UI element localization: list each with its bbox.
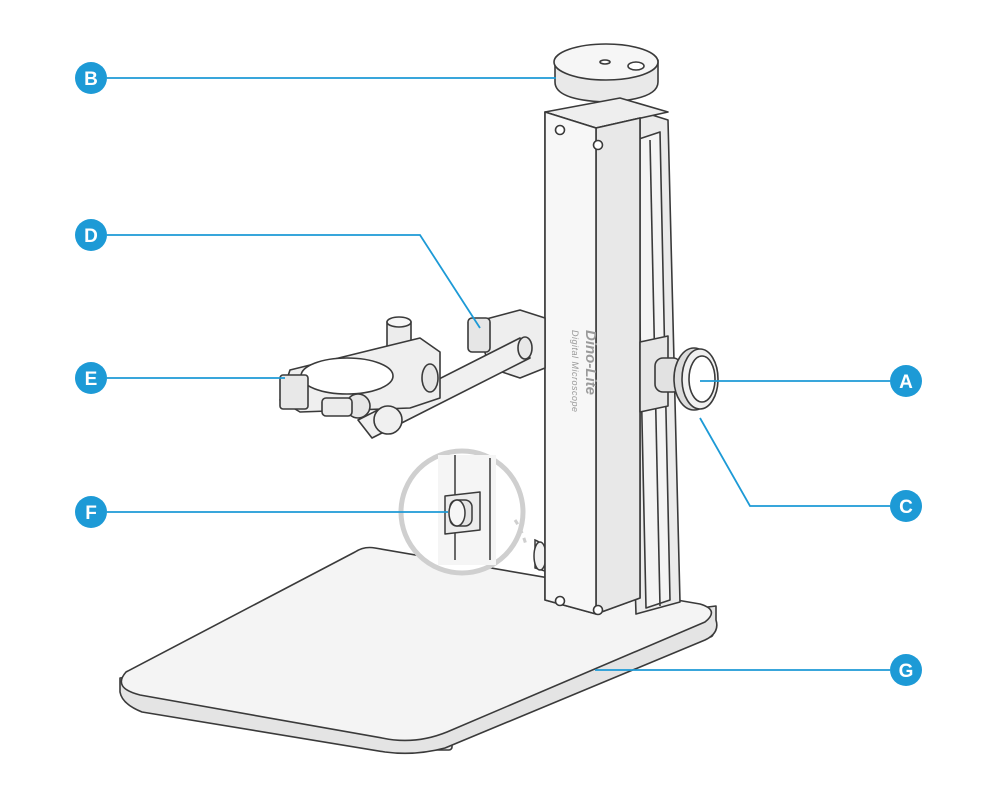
callout-c: C [890, 490, 922, 522]
microscope-holder [279, 316, 441, 435]
callout-b: B [75, 62, 107, 94]
callout-d-label: D [84, 226, 98, 247]
callout-c-label: C [899, 497, 913, 518]
leader-line-c [699, 417, 890, 507]
callout-a: A [890, 365, 922, 397]
callout-f: F [75, 496, 107, 528]
screw [592, 604, 604, 616]
callout-d: D [75, 219, 107, 251]
callout-f-label: F [85, 503, 97, 524]
leader-lines [107, 77, 890, 671]
brand-subtitle: Digital Microscope [570, 330, 580, 413]
screw [592, 139, 604, 151]
screw [554, 124, 566, 136]
brand-name: Dino-Lite [582, 330, 599, 395]
callout-g: G [890, 654, 922, 686]
leader-line-d [107, 234, 481, 329]
main-column [544, 111, 641, 616]
focus-knob [639, 335, 719, 413]
callout-e-label: E [85, 369, 98, 390]
screw [554, 595, 566, 607]
callout-e: E [75, 362, 107, 394]
callout-b-label: B [84, 69, 98, 90]
callout-a-label: A [899, 372, 913, 393]
callout-g-label: G [899, 661, 914, 682]
